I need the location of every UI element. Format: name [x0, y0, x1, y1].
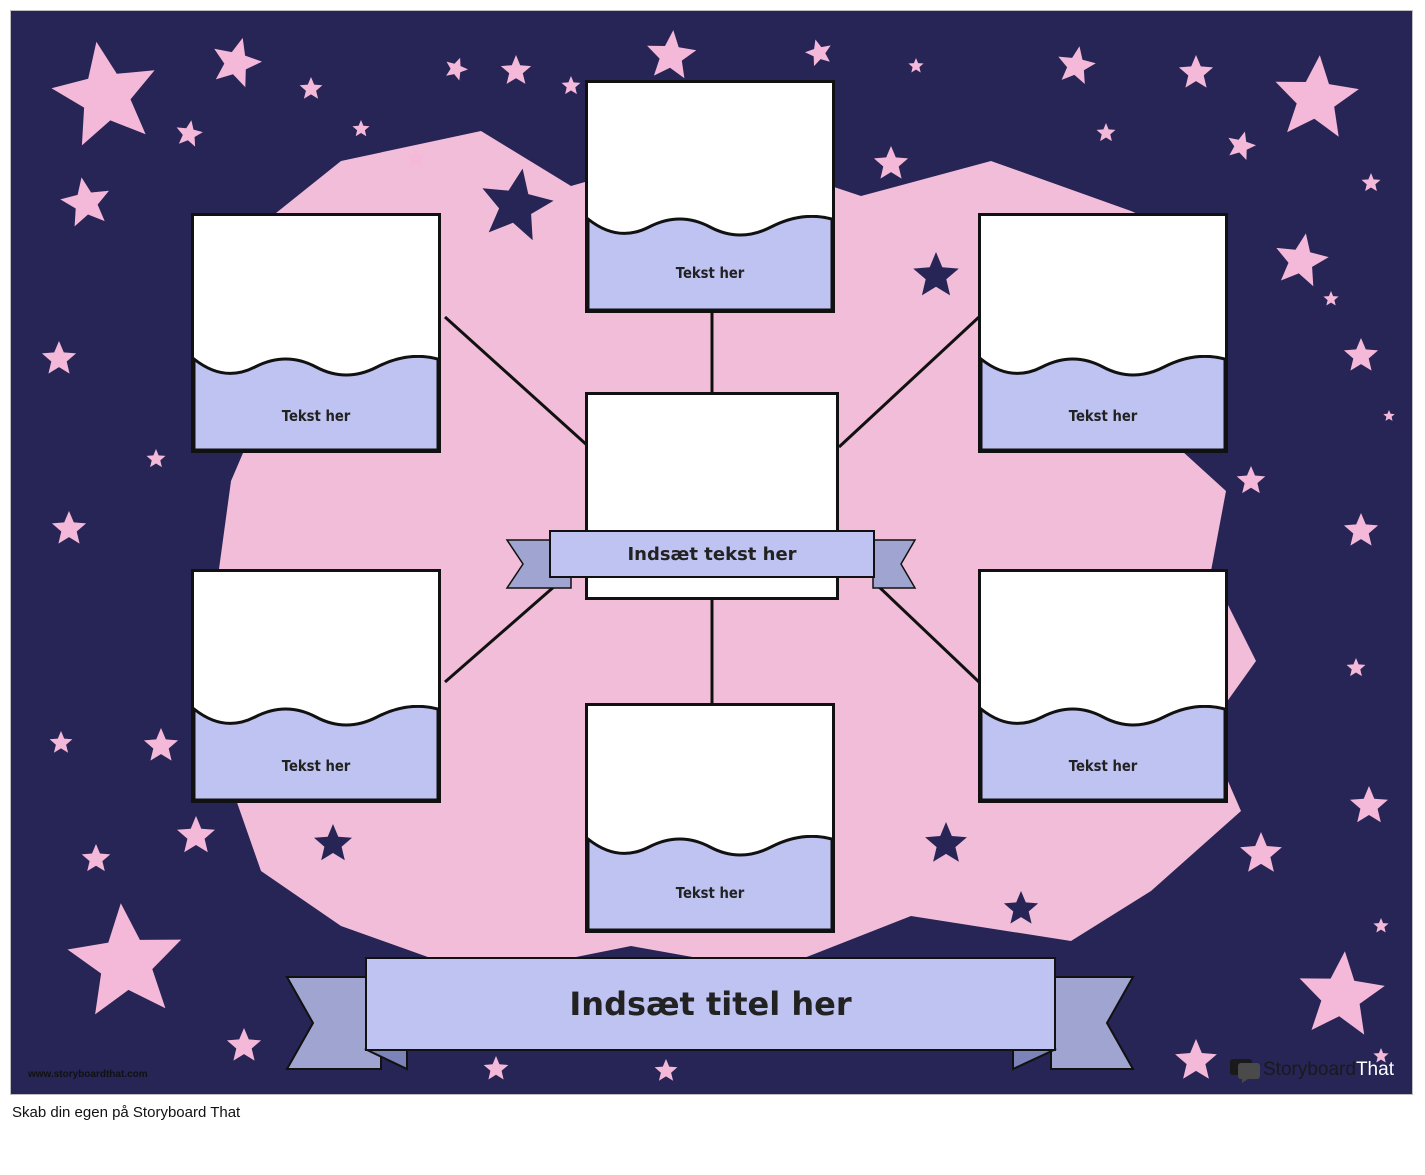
star-shape [51, 511, 87, 544]
star-shape [561, 76, 581, 95]
wave-caption-bg [981, 355, 1225, 450]
card-lower-right[interactable]: Tekst her [978, 569, 1228, 803]
star-shape [1236, 466, 1266, 494]
brand-part2: That [1355, 1059, 1394, 1080]
star-shape [1160, 874, 1198, 911]
star-shape [925, 822, 967, 862]
star-shape [908, 58, 924, 73]
card-upper-left[interactable]: Tekst her [191, 213, 441, 453]
star-shape [446, 57, 468, 81]
star-shape [1323, 291, 1339, 306]
star-shape [500, 55, 532, 84]
star-shape [873, 146, 909, 179]
star-shape [177, 816, 215, 853]
card-lower-left[interactable]: Tekst her [191, 569, 441, 803]
card-caption[interactable]: Tekst her [1068, 407, 1138, 425]
star-shape [60, 177, 109, 227]
star-shape [1373, 918, 1389, 933]
card-caption[interactable]: Tekst her [281, 407, 351, 425]
card-upper-right[interactable]: Tekst her [978, 213, 1228, 453]
card-caption[interactable]: Tekst her [675, 884, 745, 902]
card-bottom[interactable]: Tekst her [585, 703, 835, 933]
card-caption[interactable]: Tekst her [1068, 757, 1138, 775]
star-shape [1361, 173, 1381, 192]
star-shape [1175, 1039, 1217, 1079]
star-shape [176, 120, 203, 147]
star-shape [654, 1059, 678, 1081]
star-shape [1228, 131, 1256, 160]
star-shape [913, 252, 959, 296]
wave-caption-bg [588, 215, 832, 310]
footer-text[interactable]: Skab din egen på Storyboard That [12, 1104, 241, 1121]
wave-caption-bg [194, 705, 438, 800]
star-shape [805, 39, 831, 67]
star-shape [299, 77, 323, 99]
star-shape [51, 41, 155, 146]
star-shape [647, 30, 697, 79]
star-shape [1299, 951, 1385, 1035]
card-caption[interactable]: Tekst her [675, 264, 745, 282]
star-shape [482, 168, 554, 241]
website-url: www.storyboardthat.com [28, 1069, 148, 1080]
spider-map-poster: Tekst her Tekst her Tekst her Tekst her … [10, 10, 1413, 1095]
star-shape [226, 1028, 262, 1061]
star-shape [41, 341, 77, 374]
center-label[interactable]: Indsæt tekst her [549, 530, 875, 578]
star-shape [314, 824, 352, 861]
star-shape [143, 728, 179, 761]
star-shape [1273, 572, 1315, 612]
star-shape [1058, 46, 1096, 84]
star-shape [49, 731, 73, 753]
star-shape [1003, 891, 1039, 924]
star-shape [67, 903, 182, 1015]
star-shape [1276, 233, 1329, 287]
star-shape [352, 120, 370, 137]
star-shape [146, 449, 166, 468]
center-ribbon-tail-right [872, 539, 917, 589]
star-shape [1096, 123, 1116, 142]
star-shape [1343, 338, 1379, 371]
star-shape [1343, 513, 1379, 546]
star-shape [1346, 658, 1366, 677]
speech-bubble-icon [1230, 1059, 1260, 1083]
wave-caption-bg [194, 355, 438, 450]
star-shape [1275, 55, 1359, 137]
card-top[interactable]: Tekst her [585, 80, 835, 313]
title-banner[interactable]: Indsæt titel her [365, 957, 1056, 1051]
card-caption[interactable]: Tekst her [281, 757, 351, 775]
star-shape [214, 37, 262, 88]
title-ribbon-tail-right [1050, 976, 1135, 1070]
title-ribbon-fold-right [1012, 1048, 1057, 1071]
star-shape [483, 1056, 509, 1080]
star-shape [1178, 55, 1214, 88]
star-shape [1373, 1048, 1389, 1063]
star-shape [111, 576, 147, 609]
star-shape [81, 844, 111, 872]
star-shape [1383, 410, 1395, 421]
wave-caption-bg [981, 705, 1225, 800]
wave-caption-bg [588, 835, 832, 930]
star-shape [1350, 786, 1388, 823]
brand-part1: Storyboard [1263, 1059, 1356, 1080]
connector-lines [443, 311, 981, 705]
star-shape [405, 148, 427, 168]
star-shape [986, 97, 1036, 144]
star-shape [1240, 832, 1282, 872]
star-field [41, 30, 1395, 1081]
